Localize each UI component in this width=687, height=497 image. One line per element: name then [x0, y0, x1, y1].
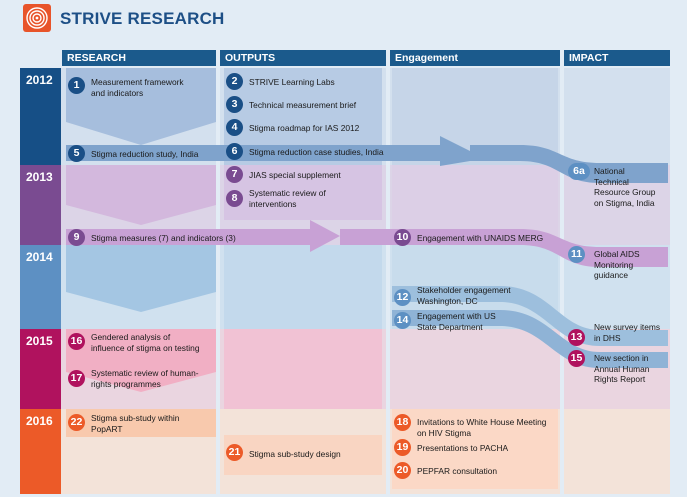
research-chevron-2012: [66, 68, 216, 145]
item-number-1: 1: [68, 77, 85, 94]
year-label-2013: 2013: [26, 170, 53, 184]
item-label-12: Stakeholder engagement Washington, DC: [417, 285, 511, 306]
item-number-21: 21: [226, 444, 243, 461]
item-number-4: 4: [226, 119, 243, 136]
year-bar-2016: [20, 409, 61, 494]
item-label-1: Measurement framework and indicators: [91, 77, 184, 98]
item-number-8: 8: [226, 190, 243, 207]
year-bar-2015: [20, 329, 61, 409]
item-number-13: 13: [568, 329, 585, 346]
column-header-research: RESEARCH: [62, 50, 216, 66]
item-number-6: 6: [226, 143, 243, 160]
year-label-2014: 2014: [26, 250, 53, 264]
flow-arrow-6-6a: [66, 136, 668, 183]
item-number-17: 17: [68, 370, 85, 387]
item-label-19: Presentations to PACHA: [417, 443, 509, 453]
item-label-2: STRIVE Learning Labs: [249, 77, 335, 87]
engagement-block-2016: [392, 409, 558, 489]
year-bar-2014: [20, 245, 61, 329]
item-number-12: 12: [394, 289, 411, 306]
item-label-20: PEPFAR consultation: [417, 466, 498, 476]
item-label-4: Stigma roadmap for IAS 2012: [249, 123, 360, 133]
column-header-outputs: OUTPUTS: [220, 50, 386, 66]
page-title: STRIVE RESEARCH: [60, 9, 225, 28]
item-label-9: Stigma measures (7) and indicators (3): [91, 233, 236, 243]
outputs-block-2014: [224, 245, 382, 329]
flow-arrow-14-15: [392, 310, 668, 368]
item-label-5: Stigma reduction study, India: [91, 149, 199, 159]
item-number-15: 15: [568, 350, 585, 367]
outputs-block-2016: [224, 435, 382, 475]
item-label-14: Engagement with US State Department: [417, 311, 496, 332]
item-number-9: 9: [68, 229, 85, 246]
year-bar-2013: [20, 165, 61, 245]
item-label-10: Engagement with UNAIDS MERG: [417, 233, 544, 243]
concentric-circles-icon: [23, 4, 51, 32]
year-label-2012: 2012: [26, 73, 53, 87]
item-number-7: 7: [226, 166, 243, 183]
item-label-18: Invitations to White House Meeting on HI…: [417, 417, 547, 438]
item-label-22: Stigma sub-study within PopART: [91, 413, 180, 434]
item-number-2: 2: [226, 73, 243, 90]
item-number-11: 11: [568, 246, 585, 263]
research-chevron-2013: [66, 165, 216, 225]
item-number-3: 3: [226, 96, 243, 113]
item-label-8: Systematic review of interventions: [249, 188, 326, 209]
item-label-21: Stigma sub-study design: [249, 449, 341, 459]
item-number-19: 19: [394, 439, 411, 456]
item-label-6a: National Technical Resource Group on Sti…: [594, 166, 656, 208]
column-header-impact: IMPACT: [564, 50, 670, 66]
year-label-2016: 2016: [26, 414, 53, 428]
item-number-20: 20: [394, 462, 411, 479]
year-bar-2012: [20, 68, 61, 165]
item-number-22: 22: [68, 414, 85, 431]
item-label-16: Gendered analysis of influence of stigma…: [91, 332, 200, 353]
flow-arrow-9-11: [66, 220, 340, 252]
item-label-3: Technical measurement brief: [249, 100, 357, 110]
research-block-2016: [66, 409, 216, 437]
column-header-engagement: Engagement: [390, 50, 560, 66]
item-number-10: 10: [394, 229, 411, 246]
item-number-16: 16: [68, 333, 85, 350]
item-number-18: 18: [394, 414, 411, 431]
outputs-block-2013: [224, 165, 382, 220]
flow-arrow-10-11: [340, 229, 668, 267]
item-number-6a: 6a: [568, 163, 590, 180]
year-label-2015: 2015: [26, 334, 53, 348]
item-label-6: Stigma reduction case studies, India: [249, 147, 384, 157]
item-label-13: New survey items in DHS: [594, 322, 661, 343]
research-chevron-2014: [66, 245, 216, 312]
research-chevron-2015: [66, 329, 216, 392]
item-label-17: Systematic review of human- rights progr…: [91, 368, 199, 389]
item-label-15: New section in Annual Human Rights Repor…: [594, 353, 650, 384]
item-number-5: 5: [68, 145, 85, 162]
item-label-11: Global AIDS Monitoring guidance: [594, 249, 640, 280]
item-number-14: 14: [394, 312, 411, 329]
item-label-7: JIAS special supplement: [249, 170, 341, 180]
flow-arrow-12-13: [392, 286, 668, 346]
outputs-block-2015: [224, 329, 382, 409]
